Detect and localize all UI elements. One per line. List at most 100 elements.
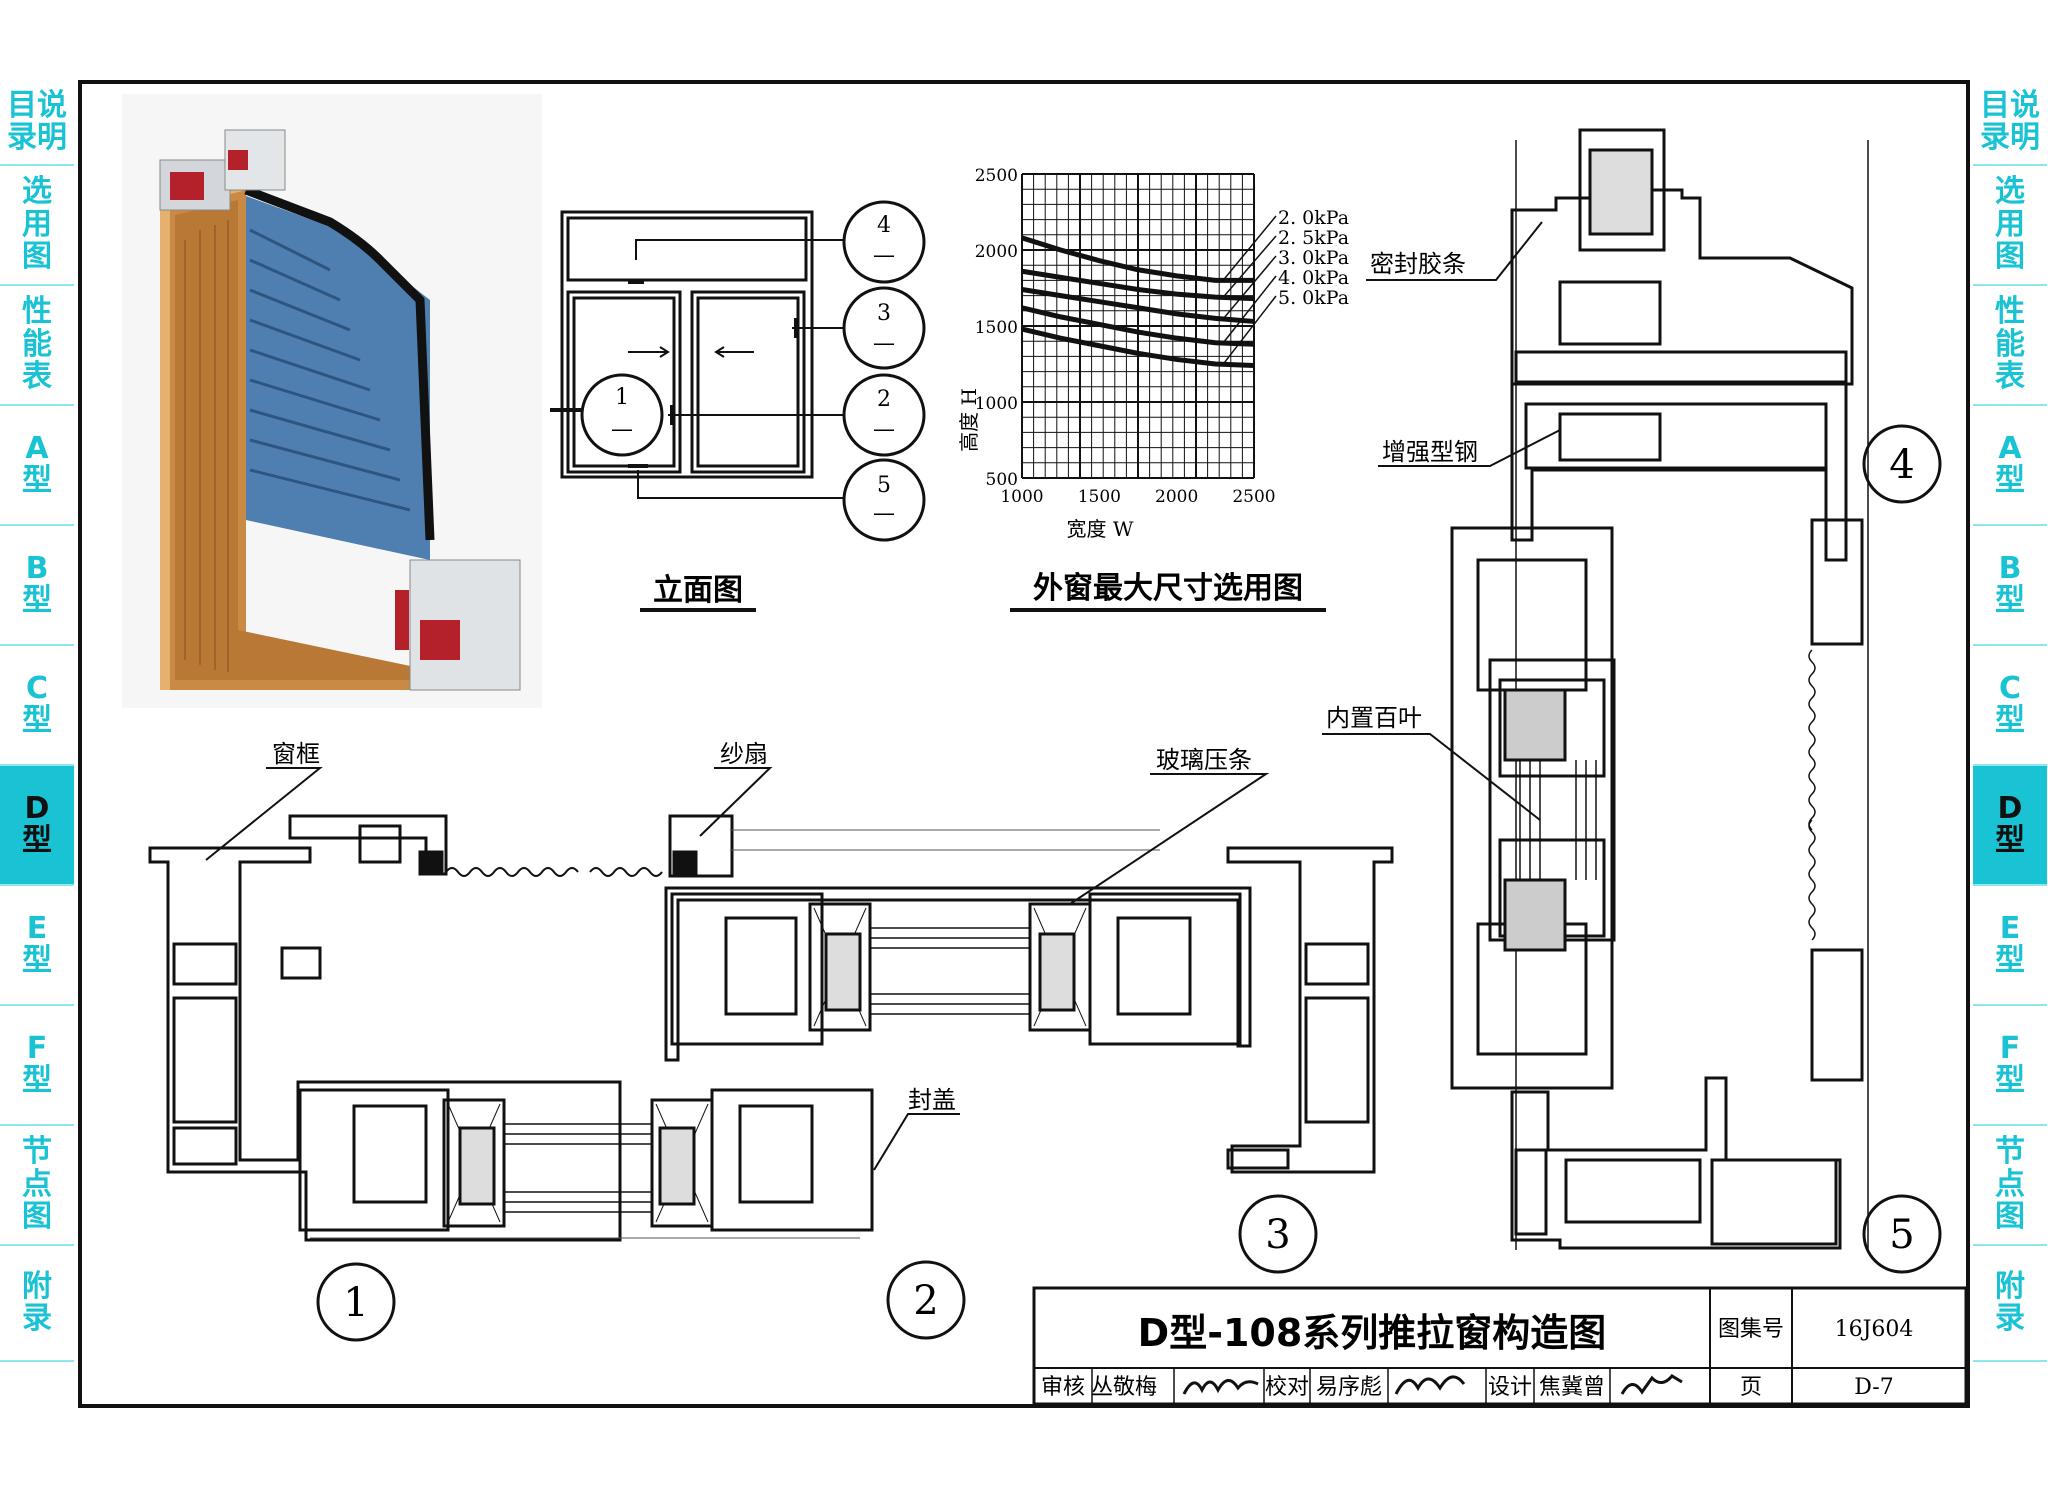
- chart-legend-entry: 3. 0kPa: [1278, 247, 1349, 269]
- chart-legend-entry: 5. 0kPa: [1278, 287, 1349, 309]
- elevation-callout-labels: 1 — 2 — 3 — 4 — 5 —: [611, 213, 895, 526]
- right-nav-tab-0[interactable]: 目说录明: [1973, 80, 2047, 166]
- nav-tab-label: F: [1999, 1030, 2021, 1066]
- chart-y-tick-label: 2000: [975, 242, 1018, 262]
- nav-tab-label: 性: [22, 294, 52, 330]
- elevation-caption: 立面图: [653, 573, 743, 608]
- left-nav-tab-1[interactable]: 选用图: [0, 166, 74, 286]
- nav-tab-label: B: [1998, 550, 2022, 586]
- section-number-4: 4: [1889, 442, 1914, 488]
- callout-2-sub: —: [873, 417, 895, 442]
- nav-tab-label: 图: [1995, 239, 2025, 275]
- component-labels: 窗框 纱扇 玻璃压条 封盖 密封胶条 增强型钢 内置百叶: [205, 221, 1561, 1171]
- section-number-2: 2: [913, 1278, 938, 1324]
- check-label: 校对: [1265, 1375, 1309, 1400]
- chart-series-line-2: [1021, 287, 1255, 324]
- chart-caption: 外窗最大尺寸选用图: [1033, 571, 1303, 606]
- atlas-value: 16J604: [1835, 1317, 1914, 1342]
- nav-tab-label: C: [1998, 670, 2022, 706]
- label-reinforcing-steel: 增强型钢: [1382, 438, 1478, 466]
- nav-tab-label: 型: [1995, 1063, 2025, 1098]
- section-number-5: 5: [1889, 1212, 1914, 1258]
- label-cover-cap: 封盖: [908, 1086, 956, 1114]
- chart-legend-entry: 2. 5kPa: [1278, 227, 1349, 249]
- right-nav-tab-1[interactable]: 选用图: [1973, 166, 2047, 286]
- nav-tab-label: 图: [22, 1199, 52, 1235]
- chart-series-line-1: [1021, 268, 1255, 302]
- nav-tab-label: 目说: [1980, 87, 2040, 123]
- label-glass-bead: 玻璃压条: [1156, 746, 1252, 774]
- right-nav-tab-9[interactable]: 节点图: [1973, 1126, 2047, 1246]
- nav-tab-label: 附: [22, 1268, 52, 1304]
- nav-tab-label: 录明: [1980, 120, 2040, 155]
- nav-tab-label: 型: [22, 703, 52, 738]
- right-nav-tab-10[interactable]: 附录: [1973, 1246, 2047, 1362]
- elevation-diagram: [550, 200, 926, 542]
- chart-series-line-0: [1021, 235, 1254, 283]
- chart-y-tick-label: 500: [986, 470, 1018, 490]
- right-nav-tab-2[interactable]: 性能表: [1973, 286, 2047, 406]
- left-nav-tab-0[interactable]: 目说录明: [0, 80, 74, 166]
- nav-tab-label: 型: [1995, 943, 2025, 978]
- chart-x-tick-label: 2000: [1155, 487, 1198, 507]
- nav-tab-label: 型: [22, 1063, 52, 1098]
- page-label: 页: [1740, 1375, 1762, 1400]
- nav-tab-label: 型: [1995, 823, 2025, 858]
- design-label: 设计: [1488, 1375, 1532, 1400]
- reviewer-name: 丛敬梅: [1091, 1375, 1157, 1400]
- nav-tab-label: 表: [1995, 359, 2025, 395]
- chart-y-label: 高度 H: [957, 388, 981, 452]
- nav-tab-label: D: [1997, 790, 2023, 826]
- signature-marks: [1182, 1374, 1683, 1395]
- title-block: [1032, 1286, 1968, 1406]
- nav-tab-label: 目说: [7, 87, 67, 123]
- nav-tab-label: 能: [22, 326, 52, 362]
- left-nav-tab-10[interactable]: 附录: [0, 1246, 74, 1362]
- nav-tab-label: 型: [22, 943, 52, 978]
- chart-legend-entry: 2. 0kPa: [1278, 207, 1349, 229]
- review-label: 审核: [1041, 1375, 1085, 1400]
- chart-grid: [1021, 173, 1255, 479]
- chart-y-tick-label: 2500: [975, 166, 1018, 186]
- nav-tab-label: A: [1998, 430, 2022, 466]
- label-screen-sash: 纱扇: [720, 740, 768, 768]
- chart-legend-leader: [1222, 295, 1277, 365]
- chart-legend-leader: [1222, 255, 1277, 320]
- left-nav-tab-2[interactable]: 性能表: [0, 286, 74, 406]
- nav-tab-label: F: [26, 1030, 48, 1066]
- nav-tab-label: 录: [1995, 1301, 2025, 1336]
- checker-name: 易序彪: [1316, 1375, 1382, 1400]
- left-nav-tab-9[interactable]: 节点图: [0, 1126, 74, 1246]
- nav-tab-label: 录明: [7, 120, 67, 155]
- callout-3-number: 3: [877, 301, 891, 326]
- chart-series-line-4: [1021, 326, 1255, 369]
- nav-tab-label: 图: [1995, 1199, 2025, 1235]
- page-value: D-7: [1854, 1375, 1893, 1400]
- chart-x-tick-label: 2500: [1232, 487, 1275, 507]
- callout-4-sub: —: [873, 243, 895, 268]
- nav-tab-label: 型: [1995, 703, 2025, 738]
- chart-x-tick-label: 1000: [1000, 487, 1043, 507]
- nav-tab-label: E: [1999, 910, 2021, 946]
- nav-tab-label: C: [25, 670, 49, 706]
- chart-legend-entry: 4. 0kPa: [1278, 267, 1349, 289]
- nav-tab-label: 选: [1995, 174, 2025, 210]
- section-number-3: 3: [1265, 1212, 1290, 1258]
- chart-y-tick-label: 1500: [975, 318, 1018, 338]
- section-markers: [316, 424, 1942, 1342]
